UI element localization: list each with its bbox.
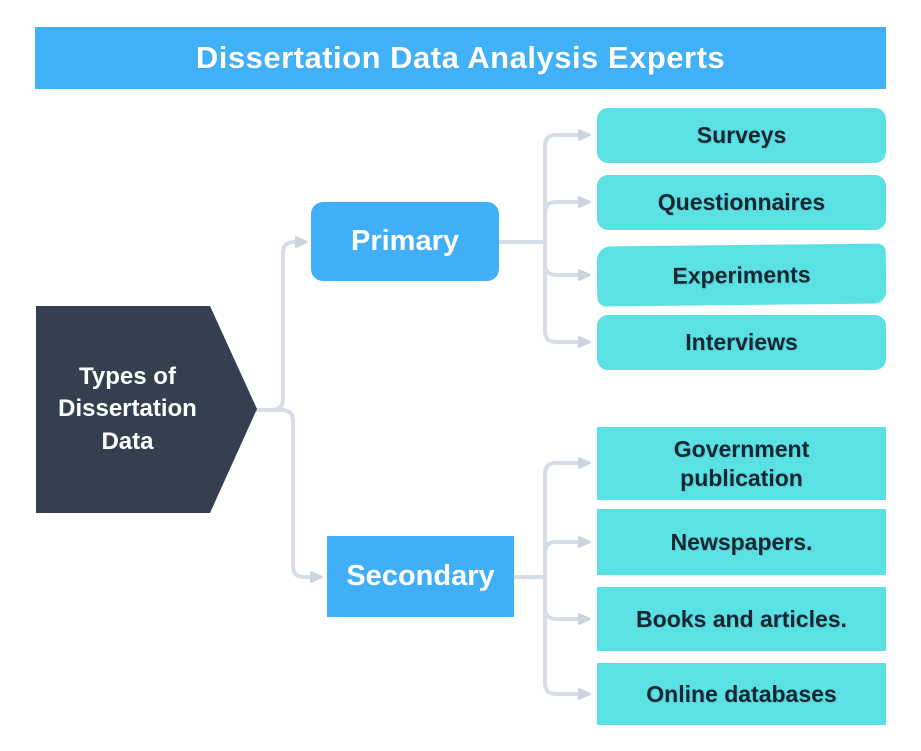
leaf-online-databases-label: Online databases	[646, 680, 837, 707]
branch-secondary-label: Secondary	[346, 560, 495, 592]
branch-node-primary: Primary	[311, 202, 499, 281]
leaf-node-interviews: Interviews	[597, 315, 886, 370]
leaf-node-questionnaires: Questionnaires	[597, 175, 886, 230]
leaf-books-and-articles-label: Books and articles.	[636, 605, 847, 632]
leaf-node-online-databases: Online databases	[597, 663, 886, 725]
leaf-interviews-label: Interviews	[685, 329, 798, 356]
leaf-government-publication-label: Government publication	[673, 435, 810, 491]
leaf-surveys-label: Surveys	[696, 122, 787, 149]
branch-node-secondary: Secondary	[327, 536, 514, 617]
leaf-node-experiments: Experiments	[596, 243, 887, 307]
leaf-newspapers-label: Newspapers.	[670, 528, 813, 555]
branch-primary-label: Primary	[350, 225, 459, 257]
leaf-node-government-publication: Government publication	[597, 427, 886, 500]
root-node-types-of-dissertation-data: Types of Dissertation Data	[36, 306, 257, 513]
leaf-experiments-label: Experiments	[672, 260, 811, 289]
leaf-questionnaires-label: Questionnaires	[657, 189, 826, 216]
leaf-node-surveys: Surveys	[597, 108, 886, 163]
page-title: Dissertation Data Analysis Experts	[195, 40, 726, 75]
leaf-node-books-and-articles: Books and articles.	[597, 587, 886, 651]
header-banner: Dissertation Data Analysis Experts	[35, 27, 886, 89]
root-node-label: Types of Dissertation Data	[58, 362, 197, 455]
leaf-node-newspapers: Newspapers.	[597, 509, 886, 575]
